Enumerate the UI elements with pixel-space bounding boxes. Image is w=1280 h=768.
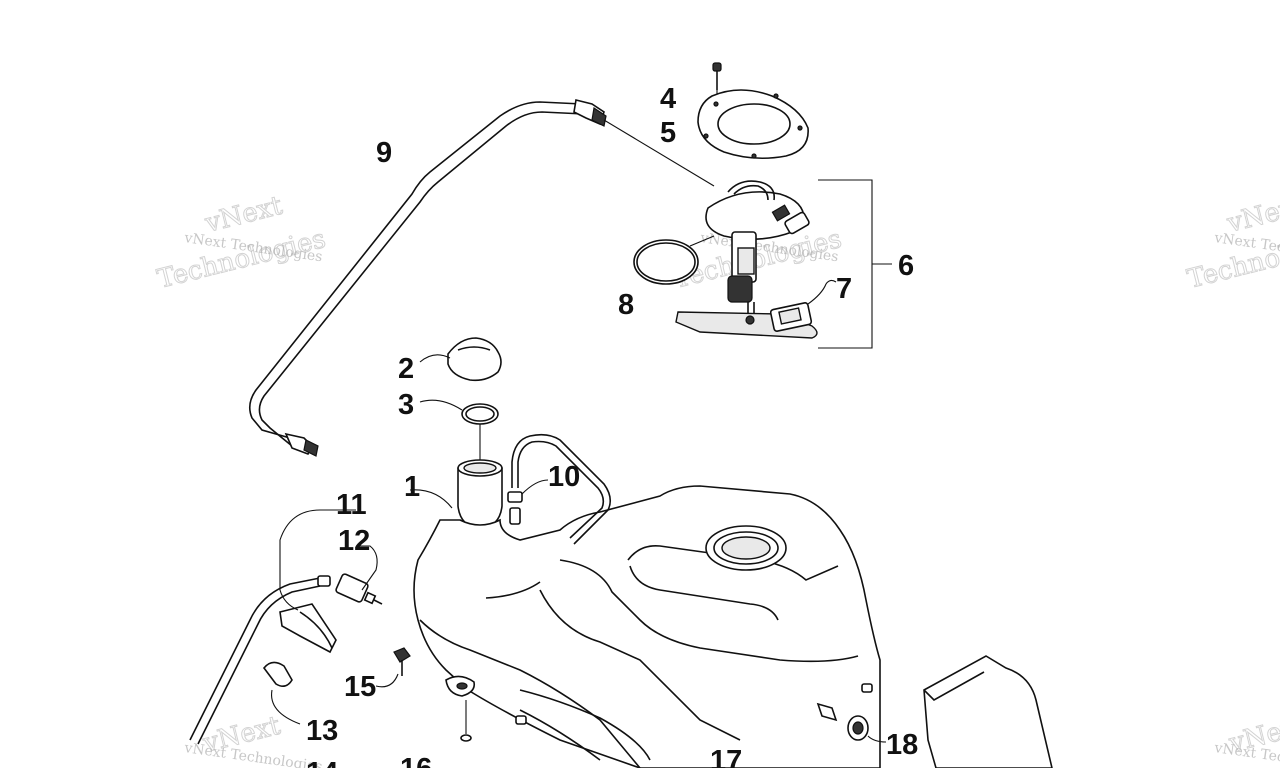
part-label-14: 14 [306, 757, 338, 768]
part-label-11: 11 [336, 489, 367, 521]
part-labels: 1 2 3 4 5 6 7 8 9 10 11 12 13 14 15 16 1… [306, 83, 918, 768]
part-label-10: 10 [548, 461, 580, 493]
part-label-12: 12 [338, 525, 370, 557]
part-5-gasket-ring [697, 89, 809, 160]
part-2-fuel-cap [419, 337, 502, 382]
part-12-fuel-filter [189, 545, 383, 745]
watermark-bottom-left: vNext vNext Technologies [182, 710, 323, 768]
part-7-sender-connector [769, 279, 837, 332]
part-8-o-ring [633, 235, 715, 285]
part-label-4: 4 [660, 83, 676, 115]
part-label-8: 8 [618, 289, 634, 321]
part-label-16: 16 [400, 753, 432, 768]
watermark-left: vNext vNext Technologies Technologies [154, 190, 329, 295]
svg-text:Technologies: Technologies [154, 224, 328, 295]
part-label-2: 2 [398, 353, 414, 385]
part-label-17: 17 [710, 745, 742, 768]
part-18-grommet [816, 702, 887, 743]
part-label-6: 6 [898, 250, 914, 282]
side-panel [923, 655, 1053, 768]
watermark-bottom-right: vNext vNext Technologies [1212, 710, 1280, 768]
part-1-fuel-tank [409, 459, 881, 768]
part-label-3: 3 [398, 389, 414, 421]
part-label-15: 15 [344, 671, 376, 703]
part-13-clip [262, 661, 301, 725]
part-3-cap-gasket [419, 399, 499, 460]
part-9-fuel-hose [248, 99, 607, 457]
part-label-7: 7 [836, 273, 852, 305]
part-label-13: 13 [306, 715, 338, 747]
part-4-screw [712, 62, 722, 102]
part-11-hose-clamp-bracket [279, 509, 356, 654]
part-16-washer [460, 700, 472, 742]
watermark-right: vNext vNext Technologies Technologies [1184, 190, 1280, 295]
part-label-18: 18 [886, 729, 918, 761]
part-label-1: 1 [404, 471, 420, 503]
part-label-9: 9 [376, 137, 392, 169]
svg-text:vNext: vNext [201, 191, 285, 239]
part-10-vent-hose [507, 433, 612, 545]
part-label-5: 5 [660, 117, 676, 149]
part-6-fuel-pump-assembly [603, 119, 818, 339]
part-15-bolt [375, 647, 411, 688]
bracket-part-6 [818, 179, 892, 349]
